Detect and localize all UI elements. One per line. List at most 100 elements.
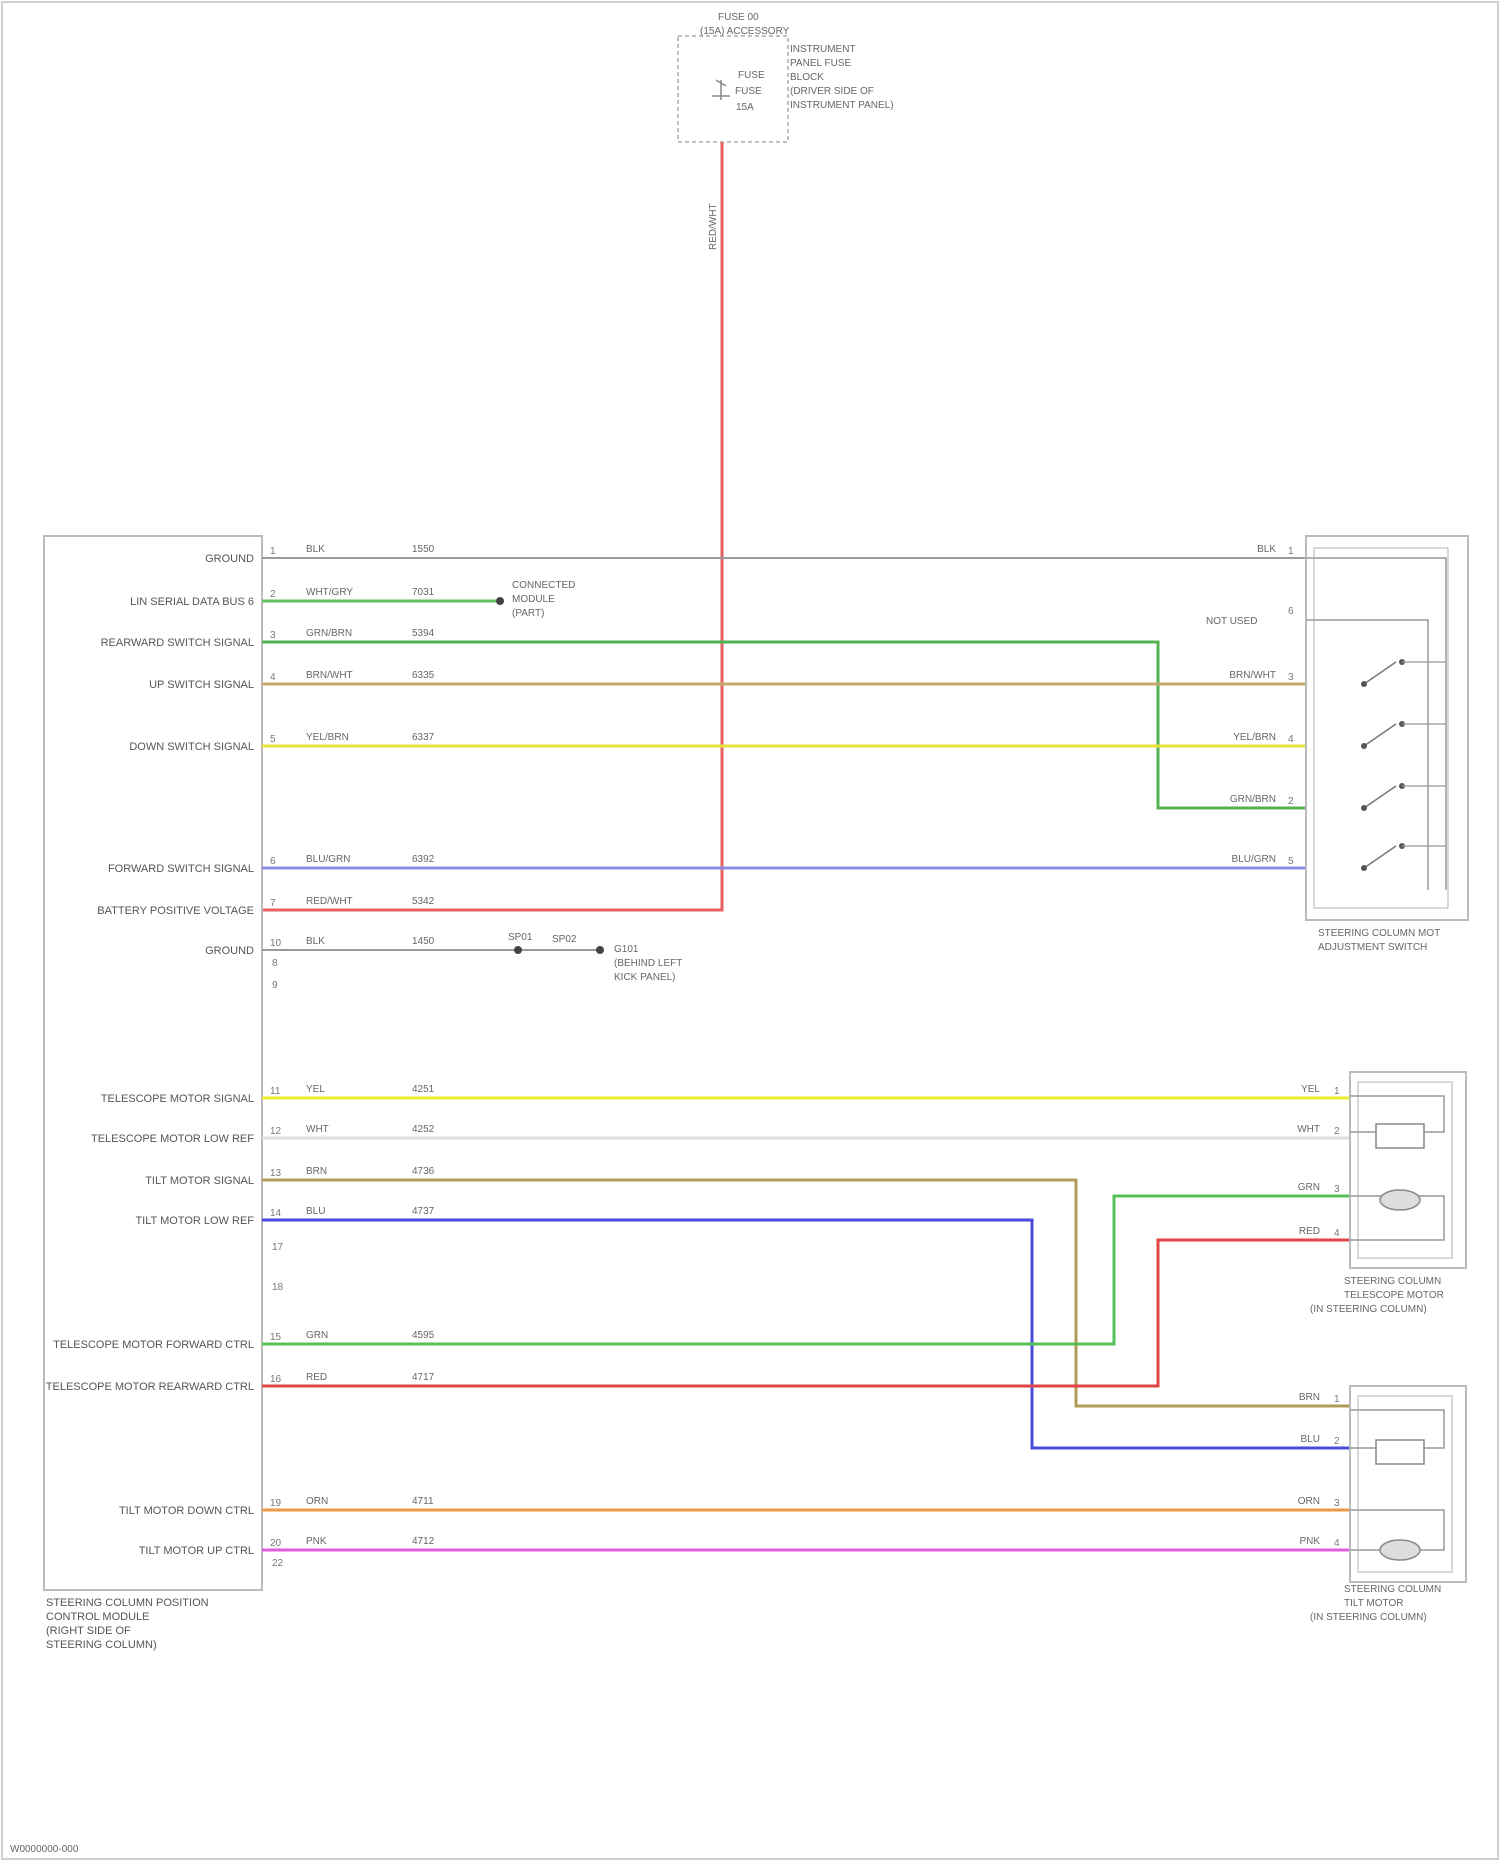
switch-pin-down: 4 (1288, 734, 1294, 745)
far-wire-color-tele_rwd: RED (1299, 1226, 1320, 1237)
telescope-inner-box (1358, 1082, 1452, 1258)
module-name-line-2: CONTROL MODULE (46, 1611, 150, 1623)
lin-dest-line-3: (PART) (512, 608, 544, 619)
wire-color-tele_fwd: GRN (306, 1330, 328, 1341)
spare-pin-9: 9 (272, 980, 278, 991)
fuse-side-line-3: BLOCK (790, 72, 824, 83)
far-wire-color-down: YEL/BRN (1233, 732, 1276, 743)
signal-label-tele_rwd: TELESCOPE MOTOR REARWARD CTRL (46, 1381, 254, 1393)
switch-pin-rearward: 2 (1288, 796, 1294, 807)
circuit-number-lin: 7031 (412, 587, 435, 598)
signal-label-tilt_down: TILT MOTOR DOWN CTRL (119, 1505, 254, 1517)
signal-label-down: DOWN SWITCH SIGNAL (129, 741, 254, 753)
far-wire-color-ground: BLK (1257, 544, 1276, 555)
wire-color-tilt_sig: BRN (306, 1166, 327, 1177)
far-wire-color-forward: BLU/GRN (1232, 854, 1276, 865)
tilt-motor-symbol (1380, 1540, 1420, 1560)
fuse-inner-label-2: FUSE (735, 86, 762, 97)
module-pin-lin: 2 (270, 589, 276, 600)
circuit-tele_fwd: TELESCOPE MOTOR FORWARD CTRL15GRN4595GRN (53, 1182, 1350, 1351)
signal-label-tele_fwd: TELESCOPE MOTOR FORWARD CTRL (53, 1339, 254, 1351)
wire-color-tele_rwd: RED (306, 1372, 327, 1383)
switch-name-line-2: ADJUSTMENT SWITCH (1318, 942, 1427, 953)
circuit-number-down: 6337 (412, 732, 435, 743)
wire-color-telescope_low: WHT (306, 1124, 329, 1135)
splice-dot-1 (514, 946, 522, 954)
wire-color-down: YEL/BRN (306, 732, 349, 743)
circuit-number-telescope_low: 4252 (412, 1124, 435, 1135)
wire-color-rearward: GRN/BRN (306, 628, 352, 639)
circuit-battery: BATTERY POSITIVE VOLTAGE7RED/WHT5342 (97, 896, 434, 917)
module-pin-tilt_up: 20 (270, 1538, 282, 1549)
signal-label-battery: BATTERY POSITIVE VOLTAGE (97, 905, 254, 917)
circuit-number-telescope_sig: 4251 (412, 1084, 435, 1095)
far-wire-color-telescope_low: WHT (1297, 1124, 1320, 1135)
fuse-side-line-4: (DRIVER SIDE OF (790, 86, 874, 97)
spare-pin-22: 22 (272, 1558, 284, 1569)
module-name-line-1: STEERING COLUMN POSITION (46, 1597, 209, 1609)
module-pin-down: 5 (270, 734, 276, 745)
wire-color-battery: RED/WHT (306, 896, 353, 907)
tilt-name-line-1: STEERING COLUMN (1344, 1584, 1441, 1595)
circuit-rearward: REARWARD SWITCH SIGNAL3GRN/BRN5394GRN/BR… (101, 628, 1306, 808)
circuit-number-tele_rwd: 4717 (412, 1372, 435, 1383)
signal-label-tilt_up: TILT MOTOR UP CTRL (139, 1545, 254, 1557)
circuit-number-forward: 6392 (412, 854, 435, 865)
tilt-pin-1: 1 (1334, 1394, 1340, 1405)
module-pin-forward: 6 (270, 856, 276, 867)
switch-arm-down (1364, 724, 1396, 746)
module-pin-tilt_down: 19 (270, 1498, 282, 1509)
signal-label-ground: GROUND (205, 553, 254, 565)
lin-dest-line-1: CONNECTED (512, 580, 575, 591)
module-pin-tele_rwd: 16 (270, 1374, 282, 1385)
fuse-inner-label-1: FUSE (738, 70, 765, 81)
ground-dest-line-3: KICK PANEL) (614, 972, 676, 983)
module-pin-up: 4 (270, 672, 276, 683)
module-pin-rearward: 3 (270, 630, 276, 641)
signal-label-rearward: REARWARD SWITCH SIGNAL (101, 637, 254, 649)
switch-pin-ground: 1 (1288, 546, 1294, 557)
battery-feed-wire (262, 142, 722, 910)
module-pin-telescope_low: 12 (270, 1126, 282, 1137)
tilt-sensor (1376, 1440, 1424, 1464)
footer-code: W0000000-000 (10, 1844, 79, 1855)
switch-extra-label: NOT USED (1206, 616, 1258, 627)
fuse-block: FUSE 00 (15A) ACCESSORY FUSE FUSE 15A IN… (678, 12, 894, 142)
ground-dest-line-1: G101 (614, 944, 639, 955)
circuit-ground2: GROUND10BLK1450 (205, 936, 600, 957)
lin-connector-dot (496, 597, 504, 605)
fuse-side-line-1: INSTRUMENT (790, 44, 856, 55)
module-pin-tilt_low: 14 (270, 1208, 282, 1219)
wire-color-tilt_low: BLU (306, 1206, 325, 1217)
spare-pin-18: 18 (272, 1282, 284, 1293)
telescope-outer-box (1350, 1072, 1466, 1268)
signal-label-tilt_low: TILT MOTOR LOW REF (135, 1215, 254, 1227)
fuse-symbol (712, 80, 730, 100)
tilt-name-line-2: TILT MOTOR (1344, 1598, 1403, 1609)
circuit-number-tilt_sig: 4736 (412, 1166, 435, 1177)
signal-label-telescope_low: TELESCOPE MOTOR LOW REF (91, 1133, 254, 1145)
circuit-down: DOWN SWITCH SIGNAL 5 YEL/BRN 6337 YEL/BRN (129, 732, 1306, 753)
fuse-label-line-1: FUSE 00 (718, 12, 759, 23)
circuit-telescope_sig: TELESCOPE MOTOR SIGNAL11YEL4251YEL (101, 1084, 1350, 1105)
module-name-line-3: (RIGHT SIDE OF (46, 1625, 131, 1637)
switch-name-line-1: STEERING COLUMN MOT (1318, 928, 1440, 939)
tilt-pin-3: 3 (1334, 1498, 1340, 1509)
switch-arm-forward (1364, 846, 1396, 868)
signal-label-up: UP SWITCH SIGNAL (149, 679, 254, 691)
circuit-number-tilt_up: 4712 (412, 1536, 435, 1547)
switch-contacts (1361, 659, 1446, 871)
module-box (44, 536, 262, 1590)
wire-color-telescope_sig: YEL (306, 1084, 325, 1095)
circuit-number-ground2: 1450 (412, 936, 435, 947)
fuse-side-line-5: INSTRUMENT PANEL) (790, 100, 894, 111)
wire-color-tilt_up: PNK (306, 1536, 327, 1547)
circuit-number-rearward: 5394 (412, 628, 435, 639)
telescope-pin-3: 3 (1334, 1184, 1340, 1195)
telescope-pin-2: 2 (1334, 1126, 1340, 1137)
signal-label-lin: LIN SERIAL DATA BUS 6 (130, 596, 254, 608)
